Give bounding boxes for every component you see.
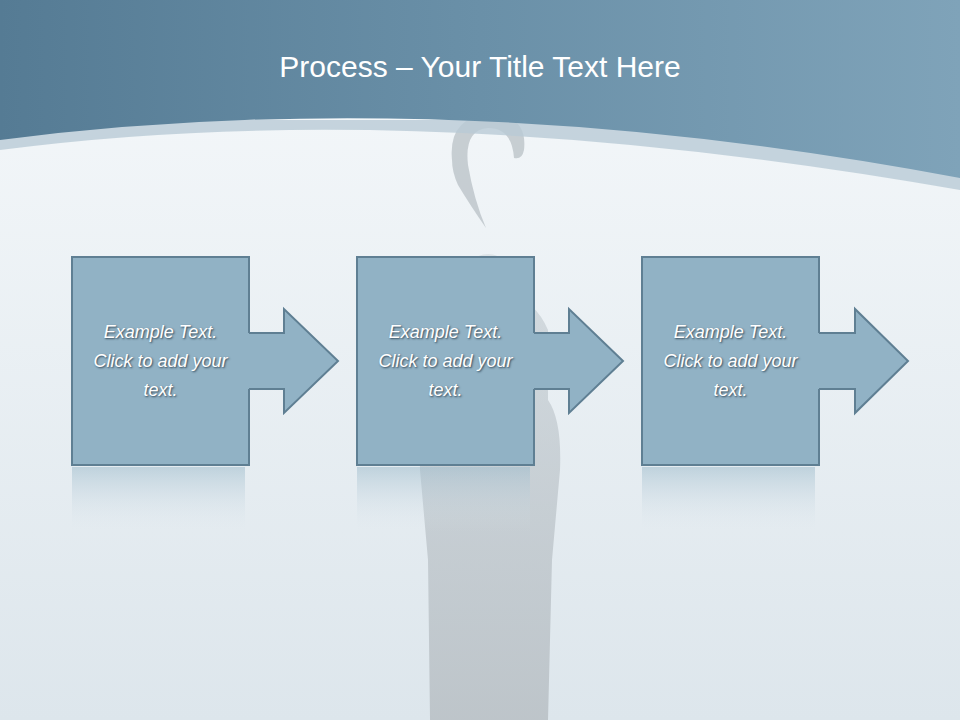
process-arrow: [813, 309, 908, 413]
reflection: [642, 467, 815, 532]
process-box: Example Text. Click to add your text.: [642, 257, 819, 465]
arrow-fill: [247, 309, 338, 413]
process-arrow: [247, 309, 338, 413]
box-fill: [72, 257, 249, 465]
box-text: Example Text. Click to add your text.: [642, 318, 819, 405]
reflection: [357, 467, 530, 532]
box-text: Example Text. Click to add your text.: [72, 318, 249, 405]
process-arrow: [532, 309, 623, 413]
box-border: [72, 257, 249, 465]
box-border: [642, 257, 819, 465]
process-box: Example Text. Click to add your text.: [72, 257, 249, 465]
process-box: Example Text. Click to add your text.: [357, 257, 534, 465]
reflection: [72, 467, 245, 532]
process-arrow-outline: [815, 309, 908, 413]
arrow-fill: [532, 309, 623, 413]
arrow-outline: [249, 309, 338, 413]
box-border: [357, 257, 534, 465]
title-band: [0, 0, 960, 178]
arrow-outline: [534, 309, 623, 413]
box-fill: [642, 257, 819, 465]
title: Process – Your Title Text Here: [0, 50, 960, 84]
box-text: Example Text. Click to add your text.: [357, 318, 534, 405]
box-fill: [357, 257, 534, 465]
